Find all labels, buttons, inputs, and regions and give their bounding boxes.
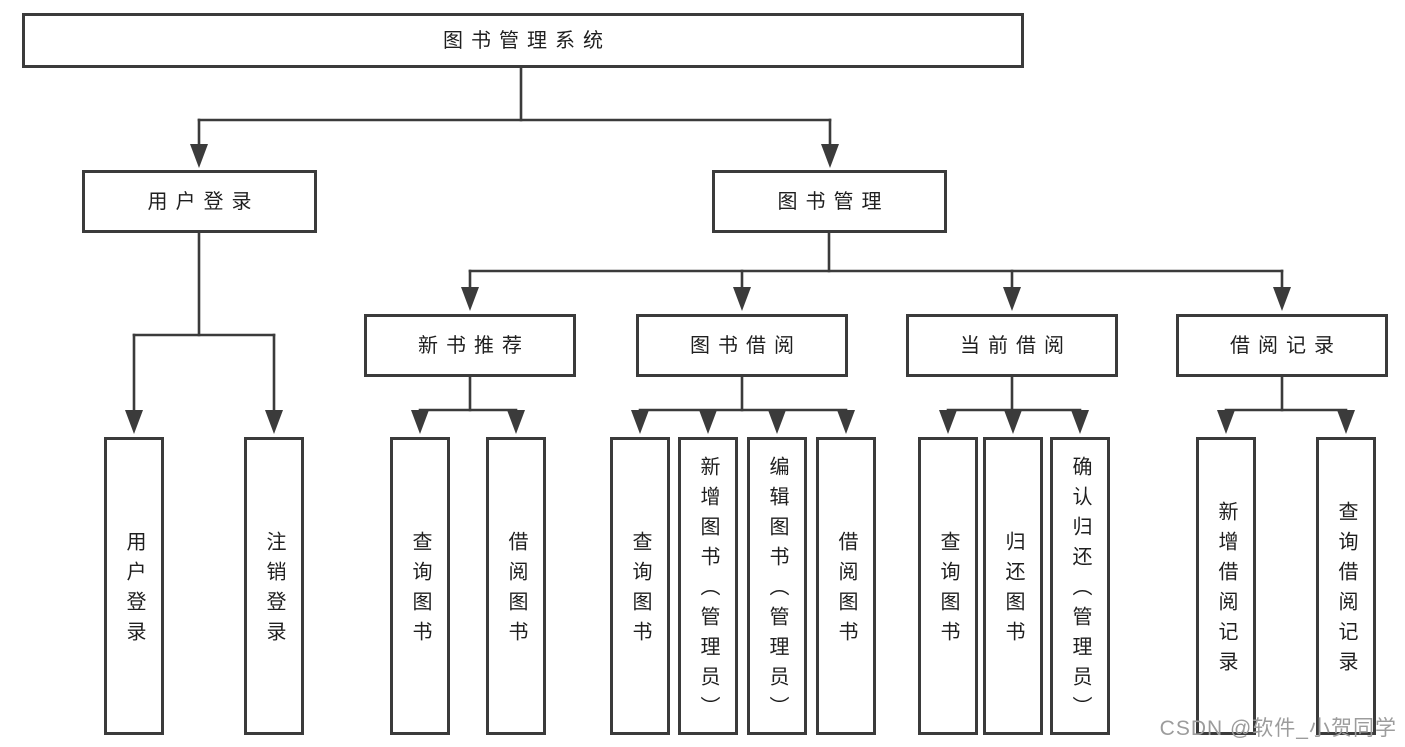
- leaf-query-borrow-record: 查询借阅记录: [1316, 437, 1376, 735]
- connector-root-to-level2: [190, 66, 839, 168]
- connector-new-book-recommend-to-leaves: [411, 375, 525, 434]
- connector-user-login-to-leaves: [125, 231, 283, 434]
- leaf-query-books-borrow: 查询图书: [610, 437, 670, 735]
- node-user-login: 用户登录: [82, 170, 317, 233]
- leaf-return-books: 归还图书: [983, 437, 1043, 735]
- node-current-borrow: 当前借阅: [906, 314, 1118, 377]
- leaf-borrow-books-recommend: 借阅图书: [486, 437, 546, 735]
- leaf-edit-books-admin: 编辑图书（管理员）: [747, 437, 807, 735]
- node-book-borrow: 图书借阅: [636, 314, 848, 377]
- leaf-borrow-books: 借阅图书: [816, 437, 876, 735]
- leaf-query-books-current: 查询图书: [918, 437, 978, 735]
- leaf-add-books-admin: 新增图书（管理员）: [678, 437, 738, 735]
- leaf-confirm-return-admin: 确认归还（管理员）: [1050, 437, 1110, 735]
- leaf-query-books-recommend: 查询图书: [390, 437, 450, 735]
- leaf-add-borrow-record: 新增借阅记录: [1196, 437, 1256, 735]
- connector-book-management-to-level3: [461, 231, 1291, 311]
- connector-borrow-records-to-leaves: [1217, 375, 1355, 434]
- leaf-logout: 注销登录: [244, 437, 304, 735]
- node-root-system: 图书管理系统: [22, 13, 1024, 68]
- leaf-user-login: 用户登录: [104, 437, 164, 735]
- connector-current-borrow-to-leaves: [939, 375, 1089, 434]
- connector-book-borrow-to-leaves: [631, 375, 855, 434]
- node-borrow-records: 借阅记录: [1176, 314, 1388, 377]
- csdn-watermark: CSDN @软件_小贺同学: [1159, 717, 1397, 740]
- node-book-management: 图书管理: [712, 170, 947, 233]
- node-new-book-recommend: 新书推荐: [364, 314, 576, 377]
